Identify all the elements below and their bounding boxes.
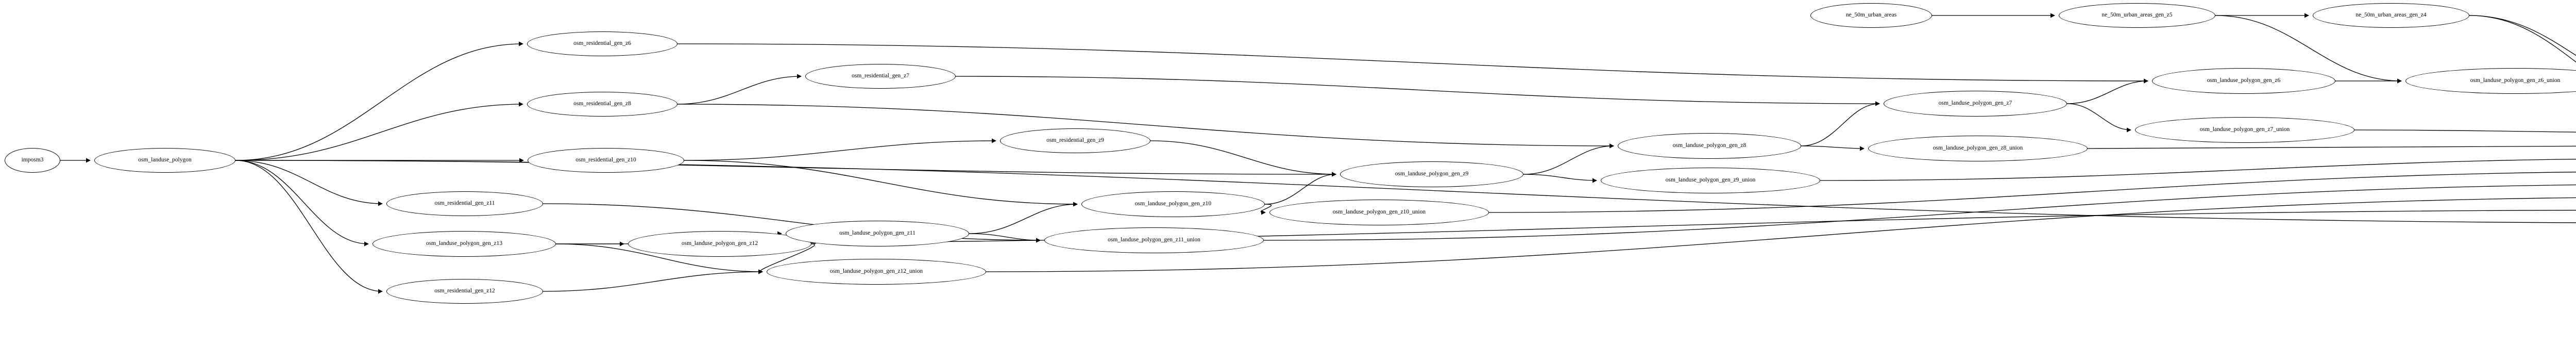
graph-edge-osm_landuse_polygon-to-osm_residential_gen_z11	[235, 160, 383, 206]
graph-node-label: osm_landuse_polygon_gen_z11	[839, 230, 916, 237]
graph-node-osm_landuse_polygon_gen_z7_union[interactable]: osm_landuse_polygon_gen_z7_union	[2135, 117, 2354, 143]
graph-node-label: osm_landuse_polygon_gen_z11_union	[1108, 237, 1200, 243]
graph-node-label: osm_residential_gen_z8	[573, 101, 631, 107]
graph-edge-osm_landuse_polygon_gen_z8-to-osm_landuse_polygon_gen_z7	[1801, 101, 1880, 146]
graph-node-imposm3[interactable]: imposm3	[5, 148, 60, 173]
graph-edge-osm_landuse_polygon-to-osm_residential_gen_z8	[235, 102, 523, 161]
graph-node-label: osm_residential_gen_z9	[1046, 137, 1104, 144]
graph-edge-osm_landuse_polygon_gen_z8_union-to-layer_landuse.z8	[2087, 145, 2576, 149]
graph-node-label: osm_landuse_polygon_gen_z8_union	[1933, 145, 2023, 152]
graph-node-osm_landuse_polygon_gen_z11[interactable]: osm_landuse_polygon_gen_z11	[786, 221, 969, 246]
graph-node-osm_residential_gen_z8[interactable]: osm_residential_gen_z8	[527, 92, 677, 117]
graph-node-label: osm_landuse_polygon_gen_z10_union	[1332, 209, 1426, 216]
graph-node-osm_residential_gen_z11[interactable]: osm_residential_gen_z11	[386, 191, 543, 216]
graph-edge-osm_residential_gen_z6-to-osm_landuse_polygon_gen_z6	[677, 43, 2148, 84]
graph-node-label: osm_residential_gen_z7	[852, 73, 909, 79]
graph-node-label: osm_landuse_polygon_gen_z7	[1938, 100, 2012, 107]
graph-edge-osm_landuse_polygon-to-osm_residential_gen_z12	[235, 160, 383, 294]
graph-edge-osm_landuse_polygon_gen_z9-to-osm_landuse_polygon_gen_z9_union	[1523, 174, 1597, 183]
graph-edge-osm_residential_gen_z7-to-osm_landuse_polygon_gen_z7	[955, 76, 1880, 106]
graph-edge-osm_residential_gen_z9-to-osm_landuse_polygon_gen_z9	[1150, 140, 1336, 177]
graph-edge-osm_landuse_polygon-to-osm_landuse_polygon_gen_z9	[235, 160, 1336, 177]
graph-edge-osm_residential_gen_z12-to-osm_landuse_polygon_gen_z12_union	[543, 269, 763, 292]
graph-node-osm_landuse_polygon_gen_z6[interactable]: osm_landuse_polygon_gen_z6	[2152, 68, 2335, 94]
graph-edge-osm_landuse_polygon_gen_z10-to-osm_landuse_polygon_gen_z10_union	[1261, 204, 1272, 215]
graph-edge-osm_landuse_polygon_gen_z7-to-osm_landuse_polygon_gen_z7_union	[2066, 103, 2131, 133]
graph-edge-osm_landuse_polygon_gen_z12_union-to-layer_landuse.z12	[986, 197, 2576, 272]
graph-node-label: ne_50m_urban_areas_gen_z4	[2355, 12, 2427, 19]
graph-node-label: osm_landuse_polygon_gen_z12_union	[829, 268, 923, 275]
graph-node-label: ne_50m_urban_areas_gen_z5	[2102, 12, 2173, 19]
graph-node-label: osm_landuse_polygon_gen_z9_union	[1665, 177, 1756, 184]
graph-node-osm_residential_gen_z12[interactable]: osm_residential_gen_z12	[386, 279, 543, 304]
graph-edge-osm_landuse_polygon_gen_z10_union-to-layer_landuse.z10	[1488, 171, 2576, 213]
graph-node-osm_landuse_polygon_gen_z8_union[interactable]: osm_landuse_polygon_gen_z8_union	[1868, 136, 2088, 161]
graph-edge-osm_residential_gen_z10-to-osm_residential_gen_z9	[684, 138, 996, 161]
graph-edge-osm_landuse_polygon_gen_z7_union-to-layer_landuse.z7	[2354, 129, 2576, 133]
graph-node-osm_landuse_polygon_gen_z8[interactable]: osm_landuse_polygon_gen_z8	[1618, 133, 1801, 159]
graph-node-ne_50m_urban_areas[interactable]: ne_50m_urban_areas	[1810, 3, 1932, 28]
graph-node-label: imposm3	[21, 157, 44, 163]
graph-node-osm_residential_gen_z6[interactable]: osm_residential_gen_z6	[527, 31, 677, 56]
graph-edge-ne_50m_urban_areas_gen_z4-to-layer_landuse.z4	[2469, 15, 2576, 56]
graph-edge-osm_landuse_polygon_gen_z9-to-osm_landuse_polygon_gen_z8	[1523, 143, 1614, 175]
graph-edge-osm_landuse_polygon_gen_z10-to-osm_landuse_polygon_gen_z9	[1264, 172, 1336, 205]
graph-node-label: osm_landuse_polygon_gen_z10	[1134, 201, 1212, 207]
graph-node-osm_landuse_polygon_gen_z10[interactable]: osm_landuse_polygon_gen_z10	[1081, 191, 1265, 217]
graph-edge-osm_residential_gen_z8-to-osm_residential_gen_z7	[677, 74, 802, 105]
graph-edge-ne_50m_urban_areas_gen_z4-to-layer_landuse.z5	[2469, 15, 2576, 63]
graph-node-label: osm_landuse_polygon_gen_z13	[426, 240, 503, 247]
graph-node-label: osm_residential_gen_z11	[434, 200, 495, 207]
graph-node-label: osm_residential_gen_z6	[573, 40, 631, 47]
graph-edge-osm_landuse_polygon_gen_z8-to-osm_landuse_polygon_gen_z8_union	[1801, 145, 1865, 151]
graph-node-osm_landuse_polygon_gen_z9_union[interactable]: osm_landuse_polygon_gen_z9_union	[1601, 168, 1820, 193]
graph-node-osm_landuse_polygon_gen_z12_union[interactable]: osm_landuse_polygon_gen_z12_union	[767, 259, 986, 285]
graph-edge-osm_landuse_polygon_gen_z9_union-to-layer_landuse.z9	[1820, 158, 2576, 181]
graph-node-osm_landuse_polygon_gen_z7[interactable]: osm_landuse_polygon_gen_z7	[1884, 91, 2067, 117]
graph-edge-ne_50m_urban_areas_gen_z5-to-osm_landuse_polygon_gen_z6_union	[2215, 15, 2402, 84]
graph-edge-osm_landuse_polygon_gen_z11-to-osm_landuse_polygon_gen_z11_union	[969, 233, 1041, 243]
graph-node-label: osm_landuse_polygon_gen_z6	[2207, 77, 2281, 84]
graph-edge-osm_landuse_polygon-to-osm_residential_gen_z6	[235, 41, 523, 161]
graph-node-osm_landuse_polygon_gen_z13[interactable]: osm_landuse_polygon_gen_z13	[372, 231, 556, 257]
graph-edge-osm_residential_gen_z8-to-osm_landuse_polygon_gen_z8	[677, 104, 1614, 149]
graph-node-osm_residential_gen_z9[interactable]: osm_residential_gen_z9	[1000, 128, 1150, 153]
graph-node-label: osm_landuse_polygon	[138, 157, 192, 163]
graph-edge-osm_landuse_polygon_gen_z11_union-to-layer_landuse.z11	[1263, 184, 2576, 241]
graph-edge-osm_landuse_polygon_gen_z11-to-osm_landuse_polygon_gen_z10	[969, 202, 1078, 234]
graph-node-label: osm_landuse_polygon_gen_z7_union	[2199, 126, 2290, 133]
graph-edge-osm_landuse_polygon_gen_z13-to-osm_landuse_polygon_gen_z12_union	[555, 243, 763, 274]
graph-node-osm_residential_gen_z10[interactable]: osm_residential_gen_z10	[528, 148, 684, 173]
graph-node-osm_landuse_polygon_gen_z10_union[interactable]: osm_landuse_polygon_gen_z10_union	[1269, 200, 1489, 225]
graph-node-label: osm_landuse_polygon_gen_z8	[1672, 142, 1747, 149]
graph-node-osm_landuse_polygon_gen_z11_union[interactable]: osm_landuse_polygon_gen_z11_union	[1044, 227, 1264, 253]
graph-node-label: ne_50m_urban_areas	[1845, 12, 1897, 19]
graph-node-osm_landuse_polygon_gen_z9[interactable]: osm_landuse_polygon_gen_z9	[1340, 161, 1523, 187]
graph-node-osm_residential_gen_z7[interactable]: osm_residential_gen_z7	[805, 64, 956, 89]
graph-node-label: osm_landuse_polygon_gen_z12	[681, 240, 758, 247]
graph-node-label: osm_landuse_polygon_gen_z6_union	[2470, 77, 2561, 84]
graph-node-label: osm_landuse_polygon_gen_z9	[1395, 171, 1469, 177]
graph-node-label: osm_residential_gen_z12	[434, 288, 495, 294]
graph-edge-osm_landuse_polygon-to-osm_landuse_polygon_gen_z13	[235, 160, 369, 246]
graph-node-osm_landuse_polygon_gen_z6_union[interactable]: osm_landuse_polygon_gen_z6_union	[2405, 68, 2576, 94]
graph-edge-osm_landuse_polygon_gen_z7-to-osm_landuse_polygon_gen_z6	[2066, 78, 2148, 104]
graph-edge-osm_residential_gen_z10-to-osm_landuse_polygon_gen_z10	[684, 160, 1078, 207]
graph-node-osm_landuse_polygon_gen_z12[interactable]: osm_landuse_polygon_gen_z12	[628, 231, 811, 257]
graph-node-osm_landuse_polygon[interactable]: osm_landuse_polygon	[94, 148, 235, 173]
graph-node-ne_50m_urban_areas_gen_z4[interactable]: ne_50m_urban_areas_gen_z4	[2313, 3, 2469, 28]
graph-node-ne_50m_urban_areas_gen_z5[interactable]: ne_50m_urban_areas_gen_z5	[2059, 3, 2215, 28]
graph-node-label: osm_residential_gen_z10	[575, 157, 636, 163]
